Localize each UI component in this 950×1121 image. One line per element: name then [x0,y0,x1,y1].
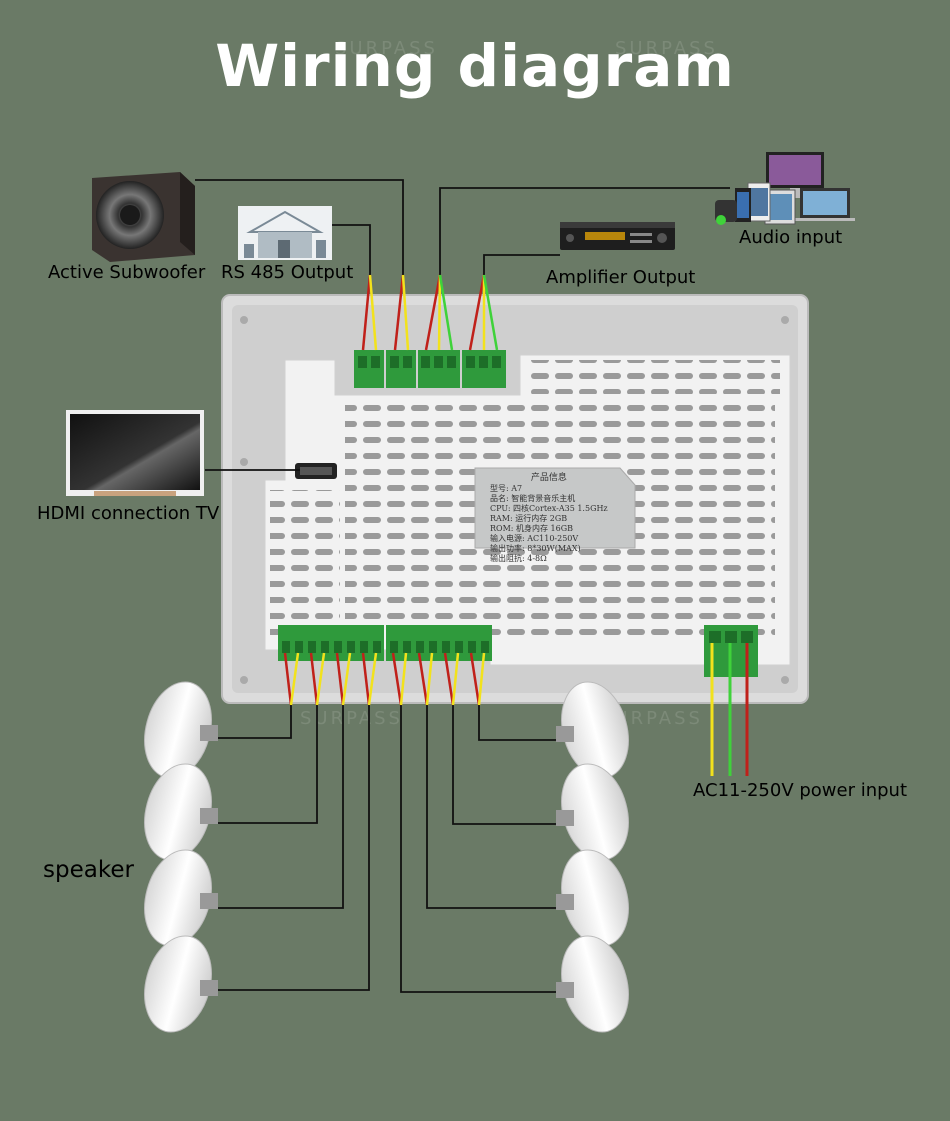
label-rs485-output: RS 485 Output [221,262,354,283]
main-unit [221,294,809,704]
rs485-house-image [238,206,332,260]
line-speaker-r4 [400,705,560,993]
vent-slots-top [530,360,780,394]
top-terminal-blocks [354,350,506,388]
speaker-left-1 [144,681,218,779]
line-speaker-r3 [426,705,560,909]
line-speaker-l3 [215,705,344,909]
speaker-left-3 [144,849,218,947]
nameplate-line: 输入电源: AC110-250V [490,534,579,543]
label-speaker: speaker [43,857,134,883]
nameplate-heading: 产品信息 [530,473,567,483]
nameplate-line: 型号: A7 [490,484,523,493]
subwoofer-image [92,172,195,262]
speaker-right-4 [556,935,629,1033]
label-amplifier-output: Amplifier Output [546,267,696,288]
nameplate-line: RAM: 运行内存 2GB [490,514,568,523]
top-wires [361,274,499,351]
terminal-subwoofer [354,350,384,388]
screw-bottom-right [781,676,789,684]
speaker-left-4 [144,935,218,1033]
screw-mid-left [240,458,248,466]
watermark-top-right: SURPASS [615,38,718,59]
line-rs485 [332,224,371,275]
signal-lines [195,179,730,993]
screw-top-left [240,316,248,324]
screw-bottom-left [240,676,248,684]
diagram-title: Wiring diagram [215,32,735,100]
line-speaker-l1 [215,705,292,739]
terminal-audio-input [418,350,460,388]
line-speaker-r1 [478,705,560,741]
nameplate-line: 输出阻抗: 4-8Ω [490,554,547,563]
nameplate-sticker [474,467,636,549]
power-wires [710,643,749,776]
line-subwoofer [195,179,404,275]
amplifier-image [560,222,675,250]
speakers-right [556,681,629,1033]
line-amplifier [483,254,560,275]
screw-top-right [781,316,789,324]
bottom-wires [283,652,486,706]
terminal-speakers-left [278,625,384,661]
speaker-left-2 [144,763,218,861]
terminal-rs485 [386,350,416,388]
label-active-subwoofer: Active Subwoofer [48,262,206,283]
line-audio-input [439,187,730,275]
speaker-right-1 [556,681,629,779]
speaker-right-2 [556,763,629,861]
nameplate-line: 品名: 智能背景音乐主机 [490,494,576,503]
tv-image [66,410,204,496]
nameplate-line: CPU: 四核Cortex-A35 1.5GHz [490,504,608,513]
watermark-top-left: SURPASS [335,38,438,59]
line-speaker-r2 [452,705,560,825]
terminal-speakers-right [386,625,492,661]
nameplate-text: 产品信息 型号: A7 品名: 智能背景音乐主机 CPU: 四核Cortex-A… [490,473,608,564]
nameplate-line: 输出功率: 8*30W(MAX) [490,544,581,553]
speakers-left [144,681,218,1033]
label-hdmi-tv: HDMI connection TV [37,503,220,524]
label-power-input: AC11-250V power input [693,780,908,801]
line-speaker-l4 [215,705,370,991]
label-audio-input: Audio input [739,227,843,248]
watermark-bottom-left: SURPASS [300,708,403,729]
nameplate-line: ROM: 机身内存 16GB [490,524,574,533]
line-speaker-l2 [215,705,318,824]
audio-devices-image [715,152,855,225]
terminal-amplifier [462,350,506,388]
vent-slots-left [270,490,340,640]
